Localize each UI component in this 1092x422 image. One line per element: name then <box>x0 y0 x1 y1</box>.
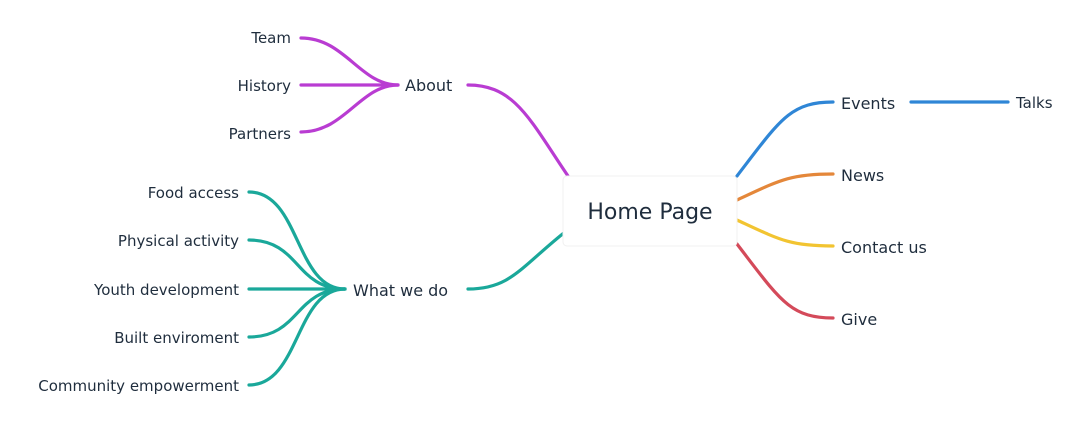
branch-contact <box>735 218 835 248</box>
node-partners[interactable]: Partners <box>229 125 292 143</box>
node-contact-us[interactable]: Contact us <box>841 238 927 257</box>
edge-root-give <box>735 242 835 320</box>
edge-about-team <box>299 36 400 87</box>
node-physical-activity[interactable]: Physical activity <box>118 232 239 250</box>
node-talks[interactable]: Talks <box>1015 94 1053 112</box>
edge-about-partners <box>299 83 400 134</box>
edge-root-events <box>735 100 835 178</box>
branch-what-we-do <box>247 190 567 387</box>
node-history[interactable]: History <box>238 77 291 95</box>
edge-root-contact <box>735 218 835 248</box>
edge-wwd-physical <box>247 238 347 291</box>
root-node-label: Home Page <box>587 200 712 225</box>
node-give[interactable]: Give <box>841 310 877 329</box>
branch-news <box>735 172 835 202</box>
node-food-access[interactable]: Food access <box>148 184 239 202</box>
node-team[interactable]: Team <box>250 29 291 47</box>
node-news[interactable]: News <box>841 166 884 185</box>
edge-wwd-food <box>247 190 347 291</box>
edge-wwd-community <box>247 287 347 387</box>
node-community-empowerment[interactable]: Community empowerment <box>38 377 239 395</box>
edge-root-news <box>735 172 835 202</box>
root-node-box[interactable] <box>562 175 738 247</box>
branch-about <box>299 36 570 178</box>
branch-events <box>735 100 1010 178</box>
node-events[interactable]: Events <box>841 94 895 113</box>
node-youth-development[interactable]: Youth development <box>93 281 239 299</box>
node-built-enviroment[interactable]: Built enviroment <box>114 329 239 347</box>
branch-give <box>735 242 835 320</box>
node-what-we-do[interactable]: What we do <box>353 281 448 300</box>
edge-root-about <box>466 83 570 178</box>
edge-root-what-we-do <box>466 230 567 291</box>
edge-wwd-built <box>247 287 347 339</box>
node-about[interactable]: About <box>405 76 452 95</box>
